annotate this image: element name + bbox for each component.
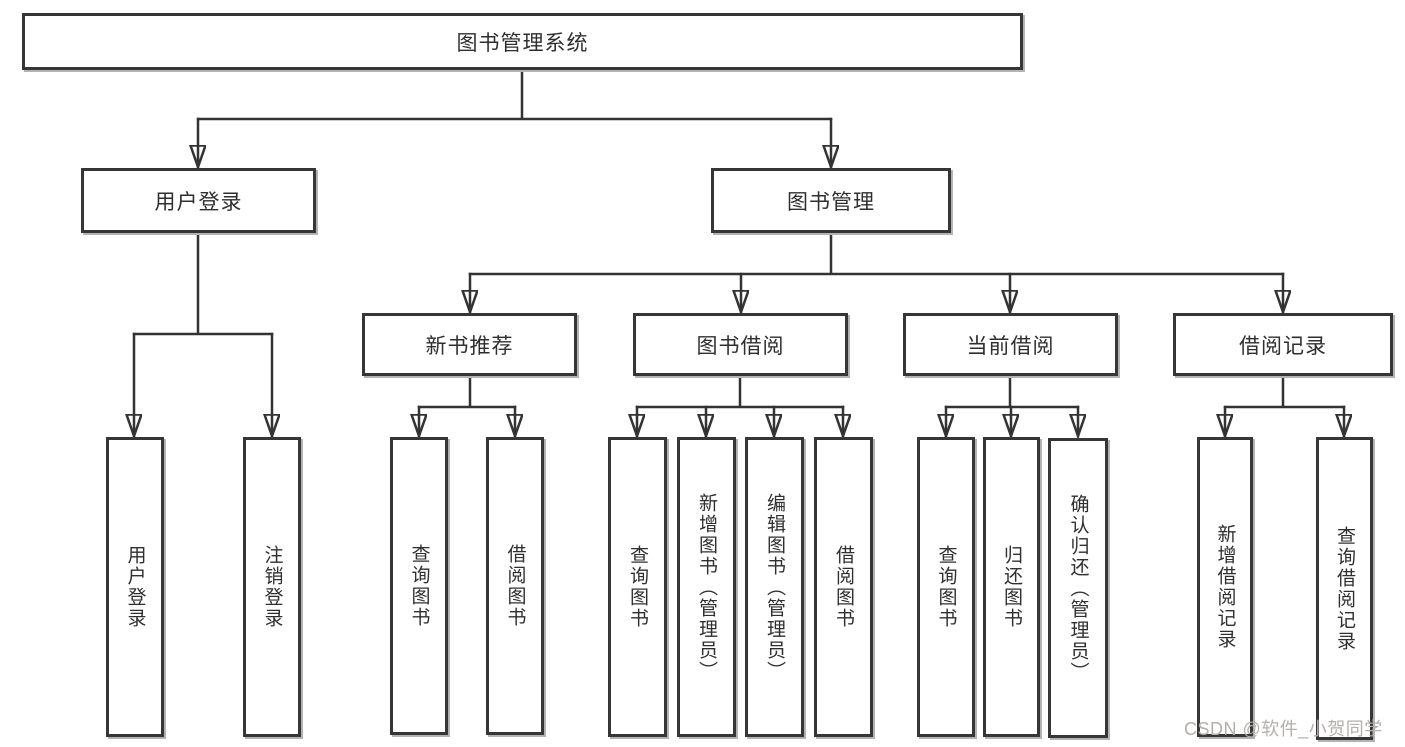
leaf-logout: 注销登录 — [243, 437, 301, 737]
leaf-borrow-books-recommend: 借阅图书 — [486, 437, 544, 735]
node-current-borrowing: 当前借阅 — [903, 313, 1118, 376]
node-new-book-recommendation: 新书推荐 — [362, 313, 577, 376]
leaf-add-book-admin: 新增图书（管理员） — [677, 437, 736, 737]
leaf-return-books: 归还图书 — [983, 437, 1040, 737]
leaf-query-borrow-record: 查询借阅记录 — [1316, 437, 1373, 740]
leaf-query-books-borrowing: 查询图书 — [608, 437, 667, 737]
leaf-edit-book-admin: 编辑图书（管理员） — [745, 437, 804, 737]
node-library-management-system: 图书管理系统 — [22, 13, 1023, 70]
leaf-query-books-current: 查询图书 — [917, 437, 975, 737]
leaf-borrow-books-borrowing: 借阅图书 — [814, 437, 873, 737]
watermark: CSDN @软件_小贺同学 — [1184, 719, 1383, 739]
leaf-add-borrow-record: 新增借阅记录 — [1197, 437, 1253, 737]
node-book-management: 图书管理 — [711, 168, 951, 233]
leaf-confirm-return-admin: 确认归还（管理员） — [1048, 438, 1108, 738]
node-user-login: 用户登录 — [81, 168, 316, 233]
node-borrowing-records: 借阅记录 — [1173, 313, 1393, 376]
leaf-query-books-recommend: 查询图书 — [390, 437, 448, 735]
leaf-user-login: 用户登录 — [106, 437, 164, 737]
node-book-borrowing: 图书借阅 — [633, 313, 848, 376]
